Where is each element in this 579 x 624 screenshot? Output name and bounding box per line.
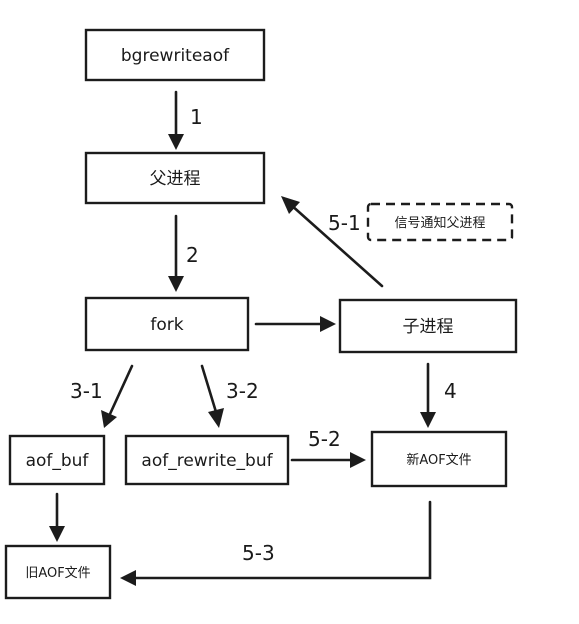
node-fork-label: fork [150, 315, 183, 335]
node-signal-parent-label: 信号通知父进程 [394, 215, 485, 231]
node-child-process-label: 子进程 [403, 317, 454, 337]
edge-aofbuf-to-old-aof [49, 492, 65, 542]
node-new-aof-file-label: 新AOF文件 [406, 452, 471, 468]
node-parent-process-label: 父进程 [150, 169, 201, 189]
edge-5-1: 5-1 [281, 196, 384, 288]
node-fork: fork [84, 296, 250, 352]
node-old-aof-file-label: 旧AOF文件 [25, 566, 90, 581]
node-child-process: 子进程 [338, 298, 518, 354]
node-signal-parent: 信号通知父进程 [366, 202, 514, 242]
node-aof-buf-label: aof_buf [26, 451, 90, 471]
edge-4-label: 4 [444, 379, 457, 403]
node-aof-rewrite-buf: aof_rewrite_buf [124, 434, 290, 486]
edge-5-2-label: 5-2 [308, 427, 341, 451]
node-aof-buf: aof_buf [8, 434, 106, 486]
edge-3-1-label: 3-1 [70, 379, 103, 403]
edge-3-1: 3-1 [70, 364, 134, 428]
edge-2-label: 2 [186, 243, 199, 267]
edge-3-2: 3-2 [200, 364, 259, 428]
edge-5-3-label: 5-3 [242, 541, 275, 565]
node-new-aof-file: 新AOF文件 [370, 430, 508, 488]
node-parent-process: 父进程 [84, 151, 266, 205]
edge-2: 2 [168, 214, 199, 292]
edge-5-3: 5-3 [120, 500, 432, 586]
edge-1: 1 [168, 90, 203, 150]
node-old-aof-file: 旧AOF文件 [4, 544, 112, 600]
edge-1-label: 1 [190, 105, 203, 129]
edge-fork-to-child [254, 316, 336, 332]
edge-5-1-label: 5-1 [328, 211, 361, 235]
node-aof-rewrite-buf-label: aof_rewrite_buf [141, 451, 273, 471]
edge-5-2: 5-2 [290, 427, 366, 468]
edge-3-2-label: 3-2 [226, 379, 259, 403]
node-bgrewriteaof-label: bgrewriteaof [121, 46, 230, 66]
edge-4: 4 [420, 362, 457, 428]
node-bgrewriteaof: bgrewriteaof [84, 28, 266, 82]
